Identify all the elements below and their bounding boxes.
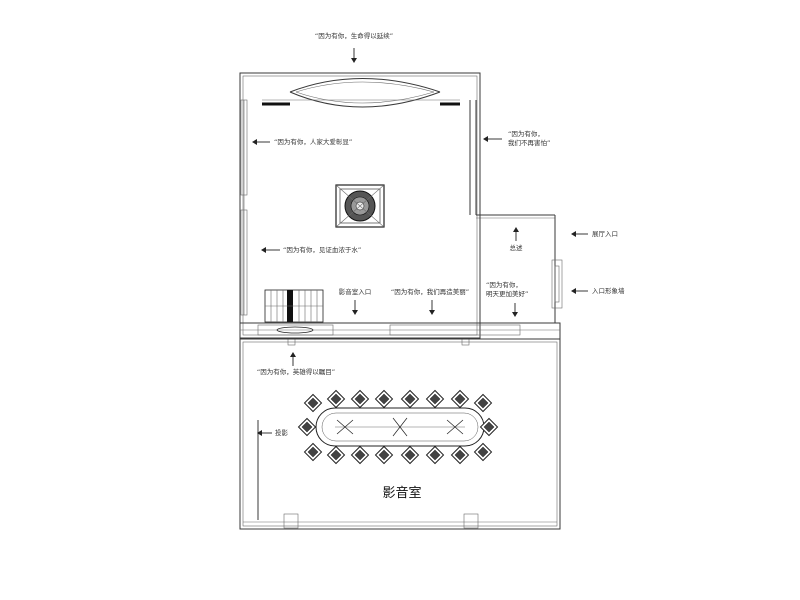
chairs-group bbox=[297, 389, 499, 465]
label-left-upper: “因为有你，人家大爱彰显” bbox=[274, 137, 352, 146]
chair-icon bbox=[374, 389, 394, 409]
chair-icon bbox=[473, 442, 493, 462]
label-av-room-entrance: 影音室入口 bbox=[339, 287, 372, 296]
label-hero: “因为有你，英雄得以瞩目” bbox=[257, 367, 335, 376]
label-left-lower: “因为有你，见证血浓于水” bbox=[283, 245, 361, 254]
label-right-lower-1: “因为有你， bbox=[486, 280, 522, 289]
chair-icon bbox=[297, 417, 317, 437]
label-summary: 总述 bbox=[510, 243, 524, 252]
chair-icon bbox=[479, 417, 499, 437]
upper-hall-walls bbox=[239, 72, 481, 339]
chair-icon bbox=[303, 442, 323, 462]
label-entrance-wall: 入口形象墙 bbox=[592, 286, 625, 295]
chair-icon bbox=[400, 389, 420, 409]
label-exhibit-entrance: 展厅入口 bbox=[592, 230, 618, 238]
label-middle: “因为有你，我们再造美丽” bbox=[391, 287, 469, 296]
annotation-labels: “因为有你，生命得以延续” “因为有你，人家大爱彰显” “因为有你， 我们不再害… bbox=[257, 31, 625, 501]
room-name: 影音室 bbox=[382, 485, 421, 501]
chair-icon bbox=[400, 445, 420, 465]
summary-area-walls bbox=[476, 214, 563, 323]
av-room-walls bbox=[239, 338, 561, 530]
annotation-arrows bbox=[252, 48, 588, 436]
chair-icon bbox=[473, 393, 493, 413]
conference-table bbox=[315, 407, 485, 447]
label-right-lower-2: 明天更加美好” bbox=[486, 289, 528, 298]
label-top: “因为有你，生命得以延续” bbox=[315, 31, 393, 40]
stair-rack-icon bbox=[264, 289, 324, 323]
chair-icon bbox=[425, 445, 445, 465]
chair-icon bbox=[326, 389, 346, 409]
chair-icon bbox=[350, 389, 370, 409]
label-right-upper-2: 我们不再害怕” bbox=[508, 138, 550, 147]
chair-icon bbox=[326, 445, 346, 465]
label-projection: 投影 bbox=[275, 428, 289, 437]
label-right-upper-1: “因为有你， bbox=[508, 129, 544, 138]
chair-icon bbox=[450, 389, 470, 409]
chair-icon bbox=[450, 445, 470, 465]
central-display-icon bbox=[335, 184, 385, 228]
chair-icon bbox=[425, 389, 445, 409]
chair-icon bbox=[374, 445, 394, 465]
chair-icon bbox=[350, 445, 370, 465]
chair-icon bbox=[303, 393, 323, 413]
